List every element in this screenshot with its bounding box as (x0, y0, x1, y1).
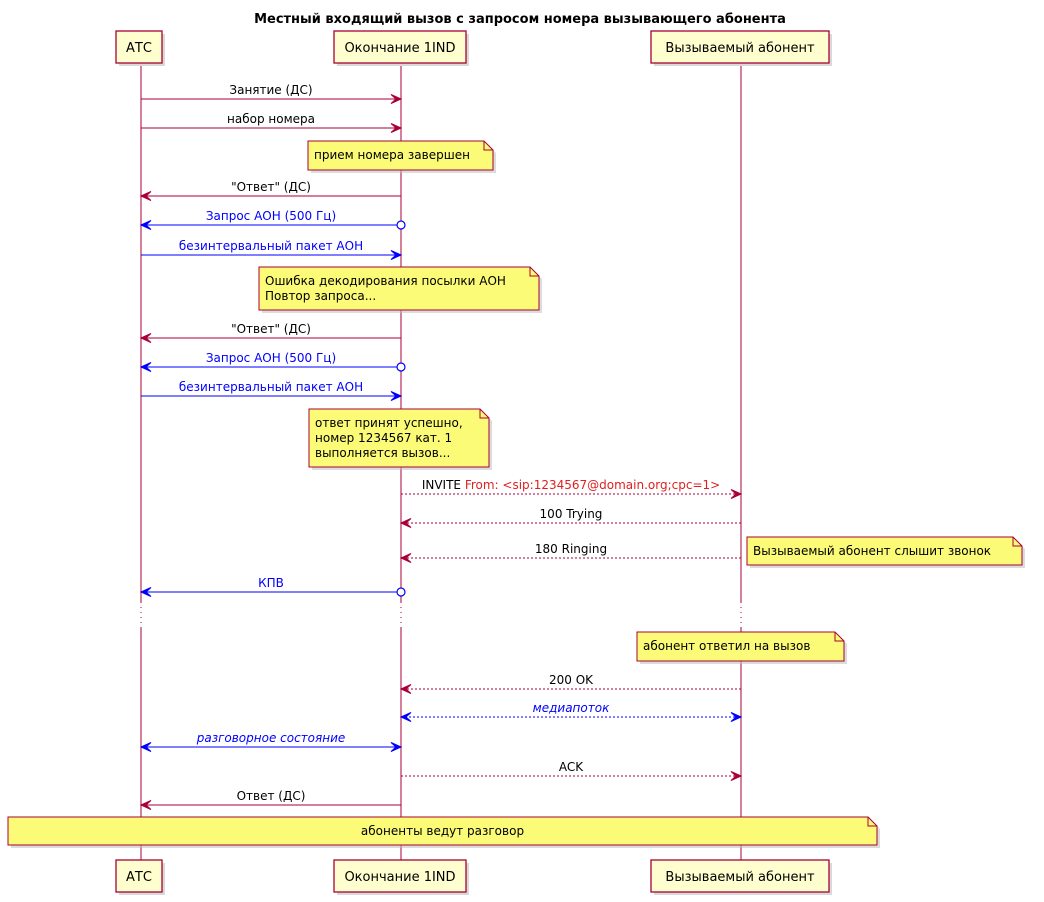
message-origin-circle (396, 362, 406, 372)
message-8: безинтервальный пакет АОН (141, 380, 403, 401)
message-16: ACK (401, 760, 743, 781)
participant-atc-bottom: АТС (115, 859, 165, 895)
note-text: абоненты ведут разговор (361, 824, 524, 838)
participant-label: Вызываемый абонент (665, 41, 815, 56)
arrow-head (390, 250, 403, 260)
note-text: ответ принят успешно, (315, 416, 463, 430)
arrow-head (390, 391, 403, 401)
message-origin-circle (396, 220, 406, 230)
arrow-head (139, 742, 152, 752)
message-label: Занятие (ДС) (229, 83, 312, 97)
arrow-head (399, 712, 412, 722)
arrow-head (730, 771, 743, 781)
arrow-head (139, 191, 152, 201)
message-5: безинтервальный пакет АОН (141, 239, 403, 260)
message-label: 100 Trying (540, 507, 603, 521)
arrow-head (390, 94, 403, 104)
message-4: Запрос АОН (500 Гц) (139, 209, 406, 230)
note-text: выполняется вызов... (315, 446, 450, 460)
note-4: Вызываемый абонент слышит звонок (746, 536, 1025, 568)
message-label: ACK (559, 760, 584, 774)
participant-end-top: Окончание 1IND (333, 30, 469, 66)
message-label: медиапоток (533, 701, 610, 715)
participant-label: Вызываемый абонент (665, 870, 815, 885)
participant-label: АТС (126, 870, 152, 885)
message-label: Запрос АОН (500 Гц) (206, 351, 336, 365)
message-6: "Ответ" (ДС) (139, 322, 401, 343)
arrow-head (730, 712, 743, 722)
message-10: 100 Trying (399, 507, 741, 528)
message-1: Занятие (ДС) (141, 83, 403, 104)
message-9: INVITE From: <sip:1234567@domain.org;cpc… (401, 478, 743, 499)
note-6: абоненты ведут разговор (7, 816, 880, 848)
participant-end-bottom: Окончание 1IND (333, 859, 469, 895)
note-text: Ошибка декодирования посылки АОН (265, 274, 506, 288)
message-label: набор номера (227, 112, 315, 126)
participant-callee-top: Вызываемый абонент (650, 30, 832, 66)
note-text: Вызываемый абонент слышит звонок (753, 544, 991, 558)
message-origin-circle (396, 587, 406, 597)
arrow-head (139, 362, 152, 372)
participant-callee-bottom: Вызываемый абонент (650, 859, 832, 895)
arrow-head (399, 684, 412, 694)
message-label: Запрос АОН (500 Гц) (206, 209, 336, 223)
message-label: разговорное состояние (196, 731, 346, 745)
note-3: ответ принят успешно,номер 1234567 кат. … (308, 408, 492, 470)
participant-label: АТС (126, 41, 152, 56)
arrow-head (139, 220, 152, 230)
message-7: Запрос АОН (500 Гц) (139, 351, 406, 372)
message-label: КПВ (258, 576, 284, 590)
message-11: 180 Ringing (399, 542, 741, 563)
note-text: номер 1234567 кат. 1 (315, 431, 452, 445)
note-text: Повтор запроса... (265, 289, 376, 303)
message-label: 180 Ringing (535, 542, 607, 556)
participant-label: Окончание 1IND (344, 41, 455, 56)
message-12: КПВ (139, 576, 406, 597)
arrow-head (139, 800, 152, 810)
message-label: безинтервальный пакет АОН (179, 239, 363, 253)
message-2: набор номера (141, 112, 403, 133)
arrow-head (399, 518, 412, 528)
message-label: "Ответ" (ДС) (231, 180, 311, 194)
note-1: прием номера завершен (307, 140, 496, 173)
message-17: Ответ (ДС) (139, 789, 401, 810)
arrow-head (390, 742, 403, 752)
arrow-head (139, 333, 152, 343)
message-3: "Ответ" (ДС) (139, 180, 401, 201)
participant-label: Окончание 1IND (344, 870, 455, 885)
diagram-title: Местный входящий вызов с запросом номера… (254, 12, 786, 27)
message-label: Ответ (ДС) (237, 789, 306, 803)
note-5: абонент ответил на вызов (636, 631, 847, 664)
message-label: безинтервальный пакет АОН (179, 380, 363, 394)
message-label: INVITE From: <sip:1234567@domain.org;cpc… (422, 478, 720, 492)
arrow-head (390, 123, 403, 133)
arrow-head (399, 553, 412, 563)
message-14: медиапоток (399, 701, 743, 722)
message-13: 200 OK (399, 673, 741, 694)
message-label: "Ответ" (ДС) (231, 322, 311, 336)
message-15: разговорное состояние (139, 731, 403, 752)
note-text: прием номера завершен (314, 148, 470, 162)
participant-atc-top: АТС (115, 30, 165, 66)
message-label: 200 OK (549, 673, 594, 687)
note-text: абонент ответил на вызов (643, 639, 810, 653)
arrow-head (139, 587, 152, 597)
arrow-head (730, 489, 743, 499)
